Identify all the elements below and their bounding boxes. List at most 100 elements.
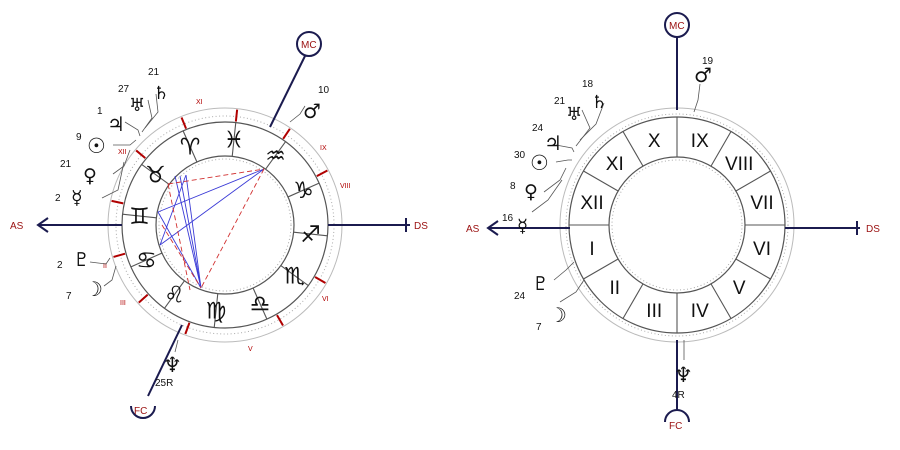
house-label-xi: XI: [606, 154, 624, 175]
midheaven-circle-icon: [664, 12, 690, 38]
house-label-xii: XII: [580, 193, 603, 214]
house-number: III: [120, 300, 126, 307]
planet-leader-lines: [531, 83, 701, 360]
sign-dividers: [122, 122, 328, 328]
aspect-line: [174, 175, 202, 289]
house-cusp-mark: [180, 117, 187, 129]
saturn-glyph-icon: ♄: [153, 83, 169, 104]
moon-degree: 7: [66, 291, 72, 302]
mercury-degree: 16: [502, 213, 514, 224]
house-label-i: I: [589, 239, 594, 260]
aspect-line: [185, 174, 202, 289]
house-dividers: [569, 117, 785, 333]
sign-divider: [293, 231, 328, 237]
planet-neptune: ♆ 25R: [155, 353, 182, 389]
venus-degree: 8: [510, 181, 516, 192]
house-label-iii: III: [646, 301, 662, 322]
house-label-v: V: [733, 278, 746, 299]
house-divider: [710, 283, 732, 319]
inner-ticks-ring: [611, 159, 743, 291]
mercury-glyph-icon: ☿: [71, 187, 83, 209]
sign-divider: [164, 280, 185, 309]
libra-sign-icon: ♎: [250, 292, 271, 318]
uranus-degree: 21: [554, 96, 566, 107]
house-label-ii: II: [609, 278, 620, 299]
sign-divider: [130, 252, 163, 268]
house-label-vii: VII: [750, 193, 773, 214]
sign-divider: [265, 141, 286, 170]
planet-saturn: ♄ 18: [582, 79, 607, 113]
house-divider: [583, 170, 619, 192]
house-number: XII: [118, 149, 127, 156]
saturn-degree: 21: [148, 67, 160, 78]
ascendant-arrow-icon: [486, 220, 499, 236]
saturn-glyph-icon: ♄: [591, 92, 607, 113]
mercury-glyph-icon: ☿: [517, 216, 528, 237]
cancer-sign-icon: ♋: [136, 248, 157, 274]
aspect-line: [157, 168, 265, 213]
sun-glyph-icon: ☉: [87, 134, 106, 158]
sign-divider: [287, 182, 320, 198]
imum-coeli-circle-icon: [664, 409, 690, 423]
house-number: II: [103, 263, 107, 270]
planet-venus: ♀ 21: [60, 159, 97, 187]
house-label-ix: IX: [691, 131, 709, 152]
venus-glyph-icon: ♀: [83, 165, 97, 187]
house-label-viii: VIII: [725, 154, 754, 175]
planet-moon: ☽ 7: [66, 277, 103, 302]
planet-leader-lines: [89, 93, 306, 353]
degree-ticks-ring: [565, 113, 789, 337]
sign-divider: [231, 122, 237, 157]
planet-sun: ☉ 30: [514, 150, 549, 175]
house-cusp-mark: [316, 169, 328, 178]
aries-sign-icon: ♈: [180, 134, 201, 160]
imum-coeli-label: FC: [134, 406, 147, 417]
planet-uranus: ♅ 21: [554, 96, 582, 125]
sign-divider: [252, 287, 268, 320]
house-divider: [735, 170, 771, 192]
planet-saturn: ♄ 21: [148, 67, 169, 104]
planet-pluto: ♇ 2: [57, 249, 90, 271]
uranus-degree: 27: [118, 84, 130, 95]
descendant-label: DS: [414, 221, 428, 232]
planet-jupiter: ♃ 1: [97, 106, 125, 136]
inner-ticks-ring: [158, 158, 292, 292]
neptune-degree: 4R: [672, 390, 685, 401]
ascendant-label: AS: [10, 221, 24, 232]
house-label-x: X: [648, 131, 661, 152]
pisces-sign-icon: ♓: [224, 127, 245, 153]
gemini-sign-icon: ♊: [129, 204, 150, 230]
house-cusp-mark: [138, 293, 149, 304]
zodiac-signs: ♋♊♉♈♓♒♑♐♏♎♍♌: [129, 127, 321, 324]
neptune-glyph-icon: ♆: [163, 353, 182, 377]
imum-coeli-circle-icon: [130, 405, 156, 419]
jupiter-degree: 1: [97, 106, 103, 117]
house-divider: [710, 131, 732, 167]
moon-degree: 7: [536, 322, 542, 333]
sagittarius-sign-icon: ♐: [300, 222, 321, 248]
midheaven-circle-icon: [296, 31, 322, 57]
house-cusp-mark: [282, 128, 291, 140]
sun-degree: 30: [514, 150, 526, 161]
mars-glyph-icon: ♂: [303, 99, 321, 123]
uranus-glyph-icon: ♅: [129, 95, 145, 116]
imum-coeli-axis: [147, 324, 183, 397]
aspect-line: [159, 168, 265, 246]
pluto-glyph-icon: ♇: [532, 273, 549, 295]
sign-divider: [213, 293, 219, 328]
neptune-glyph-icon: ♆: [674, 363, 693, 387]
planet-venus: ♀ 8: [510, 181, 538, 203]
sign-divider: [141, 164, 170, 185]
house-divider: [583, 258, 619, 280]
house-label-iv: IV: [691, 301, 709, 322]
sun-glyph-icon: ☉: [530, 151, 549, 175]
imum-coeli-label: FC: [669, 421, 682, 432]
house-cusp-mark: [135, 149, 146, 159]
aquarius-sign-icon: ♒: [265, 143, 286, 169]
zodiac-inner-circle: [155, 155, 295, 295]
planet-jupiter: ♃ 24: [532, 123, 562, 155]
planet-uranus: ♅ 27: [118, 84, 145, 116]
